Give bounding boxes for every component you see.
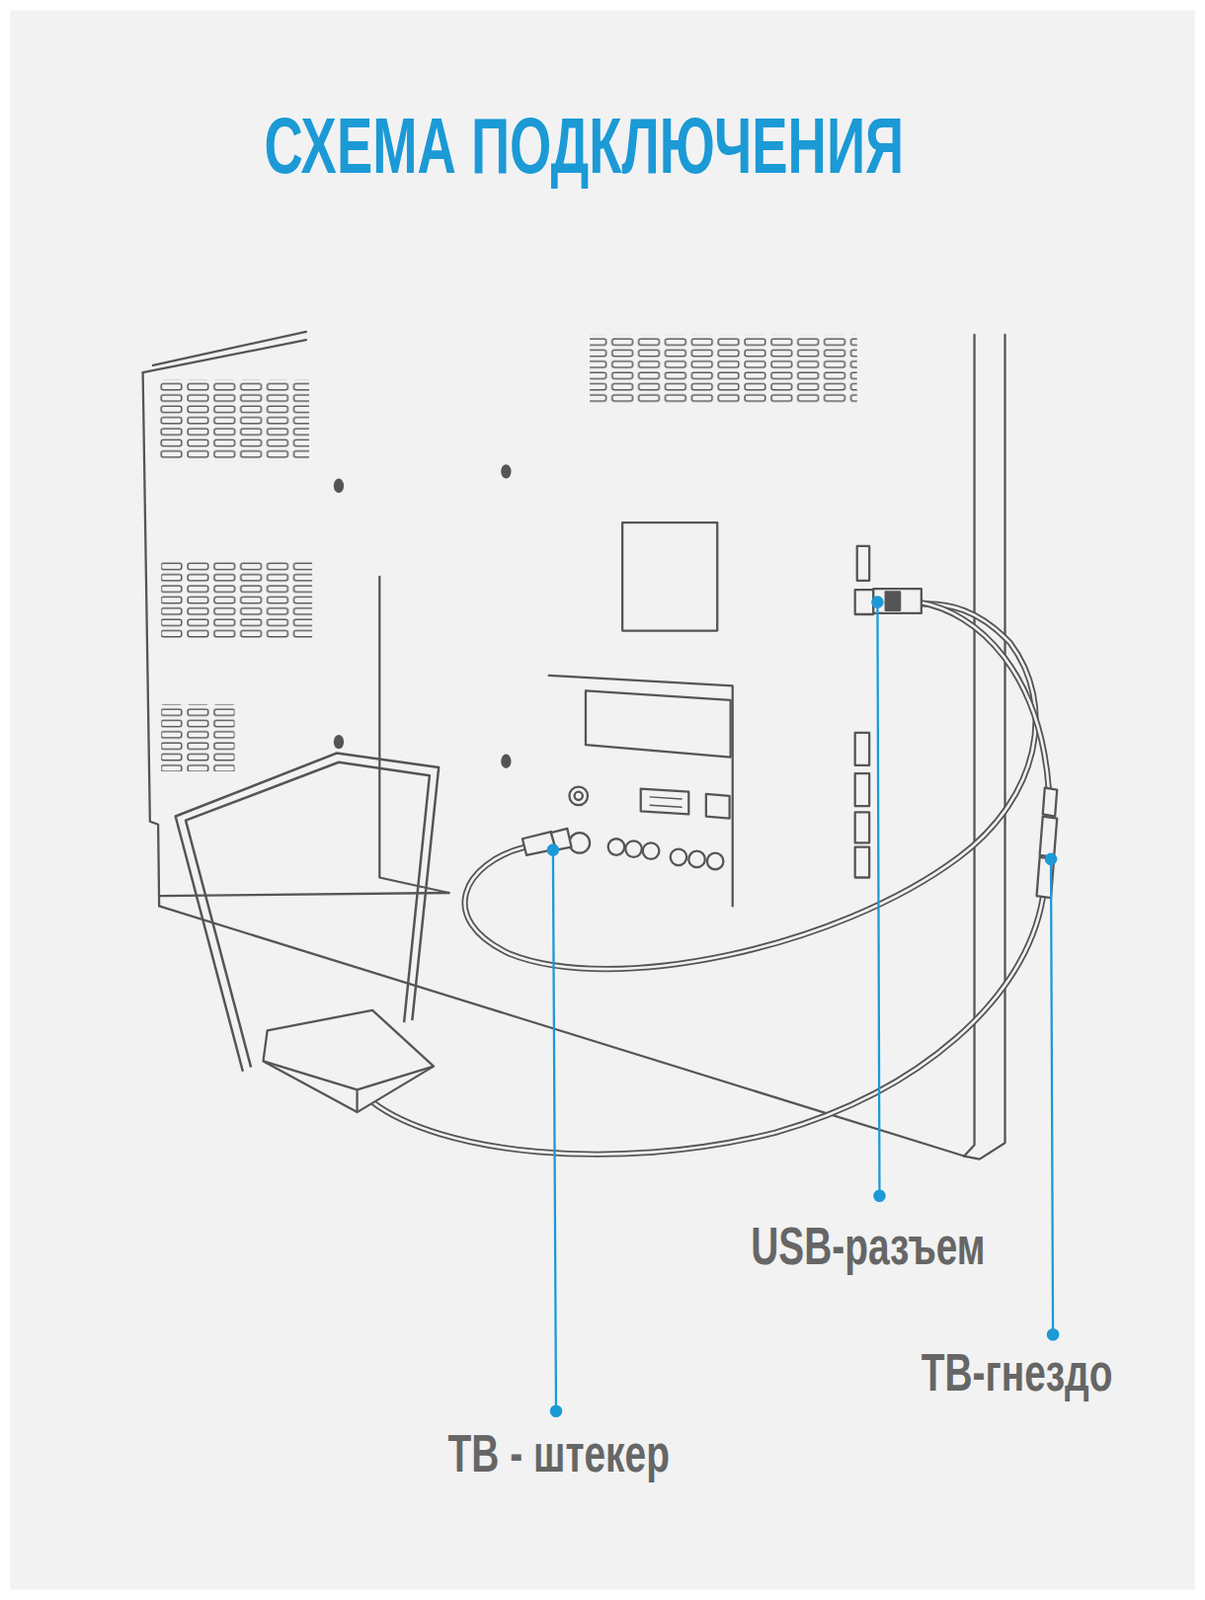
rca-port <box>642 842 660 860</box>
leader-line <box>1050 859 1053 1335</box>
antenna-base <box>263 1060 435 1113</box>
background <box>9 9 1195 1590</box>
usb-port <box>855 589 875 615</box>
vga-port <box>641 789 690 815</box>
cable <box>372 897 1044 1155</box>
port <box>706 794 730 819</box>
tv-edge <box>153 331 307 366</box>
rca-port <box>608 838 626 856</box>
leader-lines <box>548 596 1059 1417</box>
label-plate <box>622 522 718 632</box>
port <box>574 792 583 801</box>
tv-jack <box>1043 788 1057 817</box>
screw-holes <box>333 464 512 769</box>
leader-dot <box>874 1191 884 1202</box>
tv-edge <box>379 576 449 893</box>
cable <box>918 602 1049 792</box>
tv-frame <box>964 334 1005 1160</box>
title: СХЕМА ПОДКЛЮЧЕНИЯ <box>263 106 904 186</box>
vga-port <box>649 797 682 807</box>
rca-port <box>670 849 688 867</box>
io-panel <box>585 690 731 757</box>
cables <box>372 602 1049 1155</box>
io-panel <box>549 675 733 906</box>
callout-label: USB-разъем <box>750 1218 985 1273</box>
vent-grid <box>160 561 313 641</box>
side-port <box>857 546 870 581</box>
tv-back <box>143 331 1006 1160</box>
antenna-loop <box>175 752 440 1071</box>
usb-plug <box>885 591 900 611</box>
callout-label: ТВ-гнездо <box>921 1345 1114 1399</box>
plugs <box>263 588 1058 1113</box>
tv-edge <box>143 339 307 373</box>
leader-dot <box>551 1406 562 1417</box>
rca-port <box>688 851 706 869</box>
leader-dot <box>1047 1329 1058 1340</box>
leader-dot <box>872 596 883 607</box>
tv-edge <box>159 905 964 1156</box>
vent-grid <box>589 334 858 404</box>
cable <box>465 603 1037 969</box>
tv-edge <box>159 892 449 896</box>
antenna-base <box>263 1010 435 1113</box>
antenna-loop <box>185 762 430 1068</box>
callout-label: ТВ - штекер <box>448 1426 670 1480</box>
leader-line <box>553 850 557 1412</box>
rca-port <box>625 840 643 858</box>
side-port <box>855 847 870 879</box>
port <box>568 787 588 806</box>
tv-edge <box>143 372 161 906</box>
cable <box>918 602 1049 792</box>
leader-dot <box>1045 854 1056 865</box>
leader-dot <box>548 844 559 855</box>
side-port <box>855 773 870 806</box>
vent-grid <box>158 379 310 462</box>
cable <box>465 603 1037 969</box>
side-port <box>855 732 870 766</box>
port <box>568 832 590 854</box>
tv-jack <box>1040 816 1058 858</box>
vent-grid <box>160 704 235 772</box>
antenna-loop <box>175 752 440 1071</box>
side-port <box>855 811 870 843</box>
leader-line <box>877 602 880 1197</box>
cable <box>372 897 1044 1155</box>
rca-port <box>707 853 724 871</box>
